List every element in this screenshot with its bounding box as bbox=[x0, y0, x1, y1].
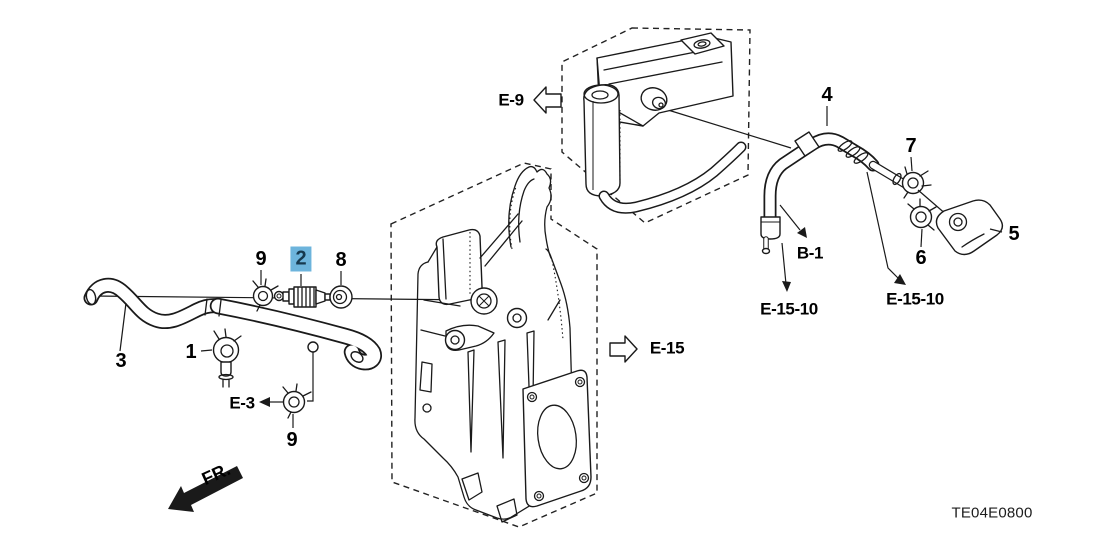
fr-direction-arrow-icon bbox=[168, 466, 243, 512]
part-callout-1[interactable]: 1 bbox=[185, 341, 197, 363]
part-callout-8[interactable]: 8 bbox=[335, 249, 347, 271]
part-drawing-tube-clamp-6[interactable] bbox=[907, 198, 937, 231]
leader-lines bbox=[92, 109, 899, 402]
ref-label-b1[interactable]: B-1 bbox=[796, 243, 824, 263]
ref-label-e15-10-right[interactable]: E-15-10 bbox=[886, 289, 944, 309]
ref-label-e3[interactable]: E-3 bbox=[229, 393, 255, 413]
part-drawing-tube-clamp-9-upper[interactable] bbox=[252, 278, 279, 312]
e3-reference-arrow bbox=[259, 397, 283, 407]
part-drawing-grommet[interactable] bbox=[329, 285, 353, 309]
part-callout-9-upper[interactable]: 9 bbox=[255, 248, 267, 270]
part-drawing-pcv-valve[interactable] bbox=[273, 286, 331, 308]
callout-leader-lines bbox=[119, 106, 1003, 428]
e9-block-arrow-left-icon bbox=[533, 86, 562, 114]
part-callout-4[interactable]: 4 bbox=[821, 84, 833, 106]
e15-block-arrow-right-icon bbox=[609, 335, 638, 363]
cylinder-head-cover-drawing bbox=[583, 32, 747, 214]
part-callout-3[interactable]: 3 bbox=[115, 350, 127, 372]
e15-10-left-reference-arrow bbox=[781, 242, 791, 292]
part-drawing-tube-clamp-1[interactable] bbox=[212, 328, 242, 388]
e9-dashed-boundary bbox=[561, 27, 751, 224]
e15-dashed-boundary bbox=[390, 162, 598, 528]
part-drawing-tube-clamp-7[interactable] bbox=[901, 166, 932, 199]
diagram-code: TE04E0800 bbox=[951, 504, 1033, 522]
part-drawing-tube-cap[interactable] bbox=[917, 189, 1004, 256]
part-drawing-tube-clamp-9-lower[interactable] bbox=[282, 383, 312, 419]
e15-10-right-reference-arrow bbox=[894, 274, 906, 285]
part-callout-9-lower[interactable]: 9 bbox=[286, 429, 298, 451]
b1-reference-arrow bbox=[779, 204, 807, 238]
part-callout-7[interactable]: 7 bbox=[905, 135, 917, 157]
part-drawing-breather-hose[interactable] bbox=[83, 277, 382, 371]
part-drawing-breather-tube[interactable] bbox=[760, 131, 913, 255]
part-callout-2-highlighted[interactable]: 2 bbox=[290, 246, 312, 272]
part-callout-6[interactable]: 6 bbox=[915, 247, 927, 269]
chain-case-drawing bbox=[414, 165, 592, 523]
part-callout-5[interactable]: 5 bbox=[1008, 223, 1020, 245]
ref-label-e15-10-left[interactable]: E-15-10 bbox=[760, 299, 818, 319]
ref-label-e9[interactable]: E-9 bbox=[498, 90, 524, 110]
ref-label-e15[interactable]: E-15 bbox=[649, 338, 685, 358]
